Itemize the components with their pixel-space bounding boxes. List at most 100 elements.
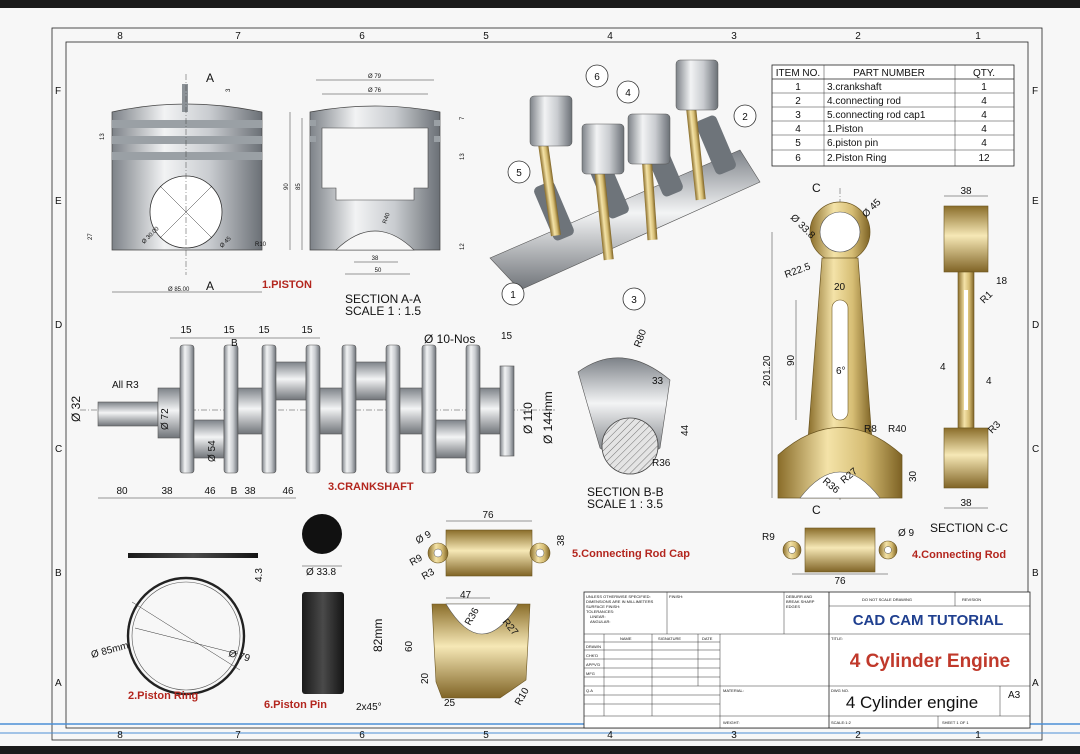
- crank-web: [421, 344, 437, 474]
- bom-cell: 4: [981, 96, 987, 107]
- bom-cell: 1: [795, 82, 801, 93]
- dim-text: 80: [116, 486, 128, 497]
- zone-col-label: 3: [731, 730, 737, 741]
- section-bb: R80 33 44 R36 SECTION B-B SCALE 1 : 3.5: [577, 328, 691, 511]
- crank-journal: [319, 387, 343, 435]
- tb-note: LINEAR:: [590, 614, 606, 619]
- balloon-number: 4: [625, 88, 631, 99]
- pin-section: [601, 417, 659, 475]
- dim-text: 60: [404, 640, 415, 652]
- section-top-block: [943, 205, 989, 273]
- tb-col-header: SIGNATURE: [658, 636, 681, 641]
- rod-lug-hole: [884, 546, 892, 554]
- cap-top-block: [445, 529, 533, 577]
- dim-text: 15: [301, 325, 313, 336]
- ring-caption: 2.Piston Ring: [128, 690, 198, 702]
- balloon: [507, 160, 531, 184]
- dim-text: 76: [834, 576, 846, 587]
- bom-cell: 12: [978, 153, 990, 164]
- zone-col-label: 3: [731, 31, 737, 42]
- zone-row-label: C: [1032, 444, 1039, 455]
- tb-sheet: SHEET 1 OF 1: [942, 720, 969, 725]
- crank-journal: [399, 387, 423, 435]
- section-web-slot: [964, 290, 968, 410]
- rod-3d: [684, 89, 706, 201]
- crankshaft-caption: 3.CRANKSHAFT: [328, 481, 414, 493]
- crank-web-3d: [696, 115, 736, 175]
- zone-col-label: 4: [607, 730, 613, 741]
- section-groove: [310, 120, 316, 126]
- dim-text: R8: [864, 424, 877, 435]
- rod-3d: [592, 149, 614, 261]
- pin-end-view: [302, 514, 342, 554]
- crank-pin: [355, 361, 387, 401]
- dim-text: 3: [226, 88, 232, 92]
- crankshaft-view: 15 15 15 15 B Ø 10-Nos 15 All R3 Ø 32 Ø …: [69, 325, 555, 499]
- bom-header: QTY.: [973, 68, 995, 79]
- dim-text: 25: [444, 698, 456, 709]
- balloon-number: 5: [516, 168, 522, 179]
- tb-material-label: MATERIAL:: [723, 688, 744, 693]
- section-marker: C: [812, 181, 821, 195]
- tb-note: DIMENSIONS ARE IN MILLIMETERS: [586, 599, 654, 604]
- dim-text: Ø 72: [160, 408, 171, 430]
- dim-text: Ø 9: [898, 528, 915, 539]
- dim-text: 33: [652, 376, 664, 387]
- pin-side-view: [302, 592, 344, 694]
- crank-pin: [435, 419, 467, 459]
- rod-big-end: [777, 427, 903, 499]
- zone-row-label: C: [55, 444, 62, 455]
- crank-nose: [97, 401, 159, 427]
- engine-assembly: 1 2 3 4 5 6: [489, 59, 761, 311]
- dim-text: 85: [296, 183, 302, 190]
- piston-top-rib: [182, 84, 188, 112]
- tb-col-header: NAME: [620, 636, 632, 641]
- cap-front-block: [431, 603, 531, 699]
- dim-text: Ø 76: [368, 88, 382, 94]
- zone-col-label: 1: [975, 31, 981, 42]
- zone-row-label: F: [1032, 86, 1038, 97]
- zone-col-label: 2: [855, 31, 861, 42]
- crank-pin: [193, 419, 225, 459]
- tb-row-label: CHK'D: [586, 653, 598, 658]
- dim-text: R36: [652, 458, 671, 469]
- balloon: [616, 80, 640, 104]
- tb-size: A3: [1008, 690, 1021, 701]
- dim-text: 4: [986, 376, 992, 387]
- crank-web: [341, 344, 357, 474]
- tb-row-label: DRAWN: [586, 644, 601, 649]
- dim-text: Ø 144mm: [541, 391, 555, 444]
- bom-cell: 2.Piston Ring: [827, 153, 886, 164]
- tb-dwg-no: 4 Cylinder engine: [846, 693, 978, 712]
- section-groove: [434, 136, 440, 142]
- piston-groove: [112, 136, 262, 144]
- connecting-rod-view: C Ø 33.8 Ø 45 R22.5 20 201.20 90 6° R8 R…: [762, 181, 919, 500]
- bom-cell: 1: [981, 82, 987, 93]
- dim-text: 18: [996, 276, 1008, 287]
- dim-text: 76: [482, 510, 494, 521]
- ring-diameter-line: [131, 601, 241, 671]
- bom-cell: 1.Piston: [827, 124, 863, 135]
- dim-text: 38: [161, 486, 173, 497]
- dim-text: R9: [762, 532, 775, 543]
- dim-text: 90: [786, 354, 797, 366]
- tb-title: 4 Cylinder Engine: [850, 651, 1010, 672]
- tb-weight-label: WEIGHT:: [723, 720, 740, 725]
- rod-foot: [804, 527, 876, 573]
- tb-row-label: Q.A: [586, 688, 593, 693]
- zone-col-label: 7: [235, 730, 241, 741]
- dim-text: 2x45°: [356, 702, 382, 713]
- crank-journal: [479, 387, 501, 435]
- zone-col-label: 7: [235, 31, 241, 42]
- dim-text: 4.3: [254, 568, 265, 582]
- piston-groove: [112, 120, 262, 128]
- rod-caption: 4.Connecting Rod: [912, 549, 1006, 561]
- zone-row-label: E: [1032, 196, 1039, 207]
- zone-col-label: 5: [483, 31, 489, 42]
- dim-text: 50: [375, 268, 382, 274]
- dim-text: 20: [834, 282, 846, 293]
- tb-revision-label: REVISION: [962, 597, 981, 602]
- tb-deburr: EDGES: [786, 604, 800, 609]
- section-bottom-block: [943, 427, 989, 489]
